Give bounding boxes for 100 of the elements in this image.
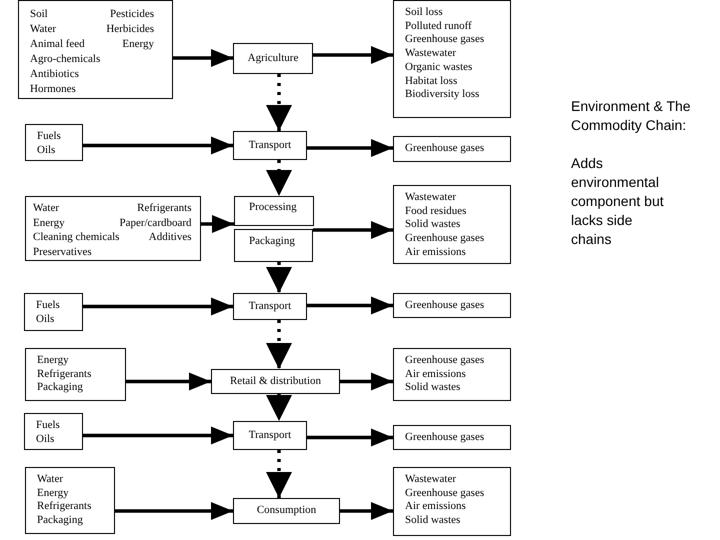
stage-label: Transport	[248, 300, 292, 314]
input-item: Water	[30, 23, 57, 37]
output-item: Greenhouse gases	[405, 486, 486, 500]
stage-label: Agriculture	[248, 52, 298, 66]
input-box	[24, 293, 83, 331]
arrow	[173, 49, 233, 67]
output-box	[393, 467, 511, 536]
input-item: Pesticides	[110, 8, 154, 22]
output-item: Air emissions	[405, 246, 467, 260]
dotted-arrow	[266, 262, 292, 293]
output-item: Wastewater	[405, 47, 458, 61]
dotted-arrow	[266, 74, 292, 131]
output-item: Greenhouse gases	[405, 354, 486, 368]
arrow	[307, 296, 393, 314]
arrow	[83, 136, 233, 154]
stage-label: Transport	[248, 138, 292, 152]
arrow	[307, 428, 393, 446]
arrow	[126, 372, 211, 390]
arrow	[340, 502, 393, 520]
input-item: Fuels	[37, 130, 62, 144]
output-item: Polluted runoff	[405, 20, 473, 34]
arrow	[115, 502, 233, 520]
input-item: Paper/cardboard	[119, 216, 192, 230]
input-box	[18, 0, 173, 99]
input-item: Additives	[148, 231, 192, 245]
output-item: Soil loss	[405, 6, 444, 20]
output-item: Solid wastes	[405, 218, 462, 232]
output-item: Air emissions	[405, 500, 467, 514]
output-item: Biodiversity loss	[405, 88, 480, 102]
input-item: Refrigerants	[137, 202, 192, 216]
output-item: Wastewater	[405, 191, 458, 205]
output-box	[393, 425, 511, 450]
stage-label: Packaging	[249, 234, 295, 248]
arrow	[340, 372, 393, 390]
output-item: Greenhouse gases	[405, 299, 486, 313]
input-item: Animal feed	[30, 38, 86, 52]
dotted-arrow	[266, 320, 292, 369]
process-box	[233, 498, 340, 524]
arrow	[313, 221, 393, 239]
input-item: Oils	[36, 312, 56, 326]
input-box	[24, 413, 83, 450]
output-item: Solid wastes	[405, 514, 462, 528]
process-box	[233, 421, 307, 450]
input-item: Energy	[37, 486, 70, 500]
output-box	[393, 293, 511, 318]
input-box	[25, 124, 83, 161]
output-box	[393, 136, 511, 162]
output-item: Greenhouse gases	[405, 431, 486, 445]
input-item: Soil	[30, 8, 49, 22]
process-box	[233, 131, 307, 160]
input-item: Energy	[33, 216, 66, 230]
process-box	[211, 369, 340, 394]
input-box	[25, 348, 126, 401]
input-item: Energy	[37, 354, 70, 368]
input-item: Oils	[36, 432, 56, 446]
input-item: Water	[37, 473, 64, 487]
input-item: Fuels	[36, 299, 61, 313]
input-box	[25, 196, 201, 261]
input-box	[25, 467, 115, 534]
process-box	[233, 293, 307, 320]
stage-label: Retail & distribution	[230, 374, 322, 388]
input-item: Hormones	[30, 83, 77, 97]
output-item: Greenhouse gases	[405, 232, 486, 246]
output-item: Greenhouse gases	[405, 142, 486, 156]
input-item: Water	[33, 202, 60, 216]
input-item: Oils	[37, 144, 56, 158]
input-item: Energy	[122, 38, 154, 52]
arrow	[83, 426, 233, 444]
output-item: Air emissions	[405, 368, 467, 382]
input-item: Packaging	[37, 381, 84, 396]
output-item: Wastewater	[405, 473, 458, 487]
dotted-arrow	[266, 450, 292, 498]
process-box	[233, 43, 313, 74]
output-item: Greenhouse gases	[405, 33, 486, 48]
input-item: Packaging	[37, 514, 84, 528]
output-box	[393, 348, 511, 401]
side-note: Adds environmental component but lacks side chains	[571, 154, 665, 249]
output-box	[393, 0, 511, 118]
stage-label: Consumption	[256, 504, 316, 518]
arrow	[313, 46, 393, 64]
arrow	[307, 139, 393, 157]
output-item: Organic wastes	[405, 60, 474, 75]
output-item: Habitat loss	[405, 74, 458, 88]
dotted-arrow	[266, 394, 292, 421]
stage-label: Transport	[248, 428, 292, 442]
input-item: Refrigerants	[37, 500, 92, 514]
arrow	[83, 298, 233, 316]
stage-label: Processing	[249, 201, 297, 215]
arrow	[201, 215, 234, 233]
input-item: Preservatives	[33, 246, 93, 260]
input-item: Agro-chemicals	[30, 53, 100, 67]
input-item: Refrigerants	[37, 368, 92, 382]
process-box	[234, 196, 314, 226]
output-item: Solid wastes	[405, 381, 462, 396]
side-heading: Environment & The Commodity Chain:	[571, 97, 692, 135]
dotted-arrow	[266, 160, 292, 196]
input-item: Antibiotics	[30, 68, 80, 82]
output-box	[393, 185, 511, 264]
input-item: Cleaning chemicals	[33, 231, 120, 245]
input-item: Fuels	[36, 419, 61, 433]
